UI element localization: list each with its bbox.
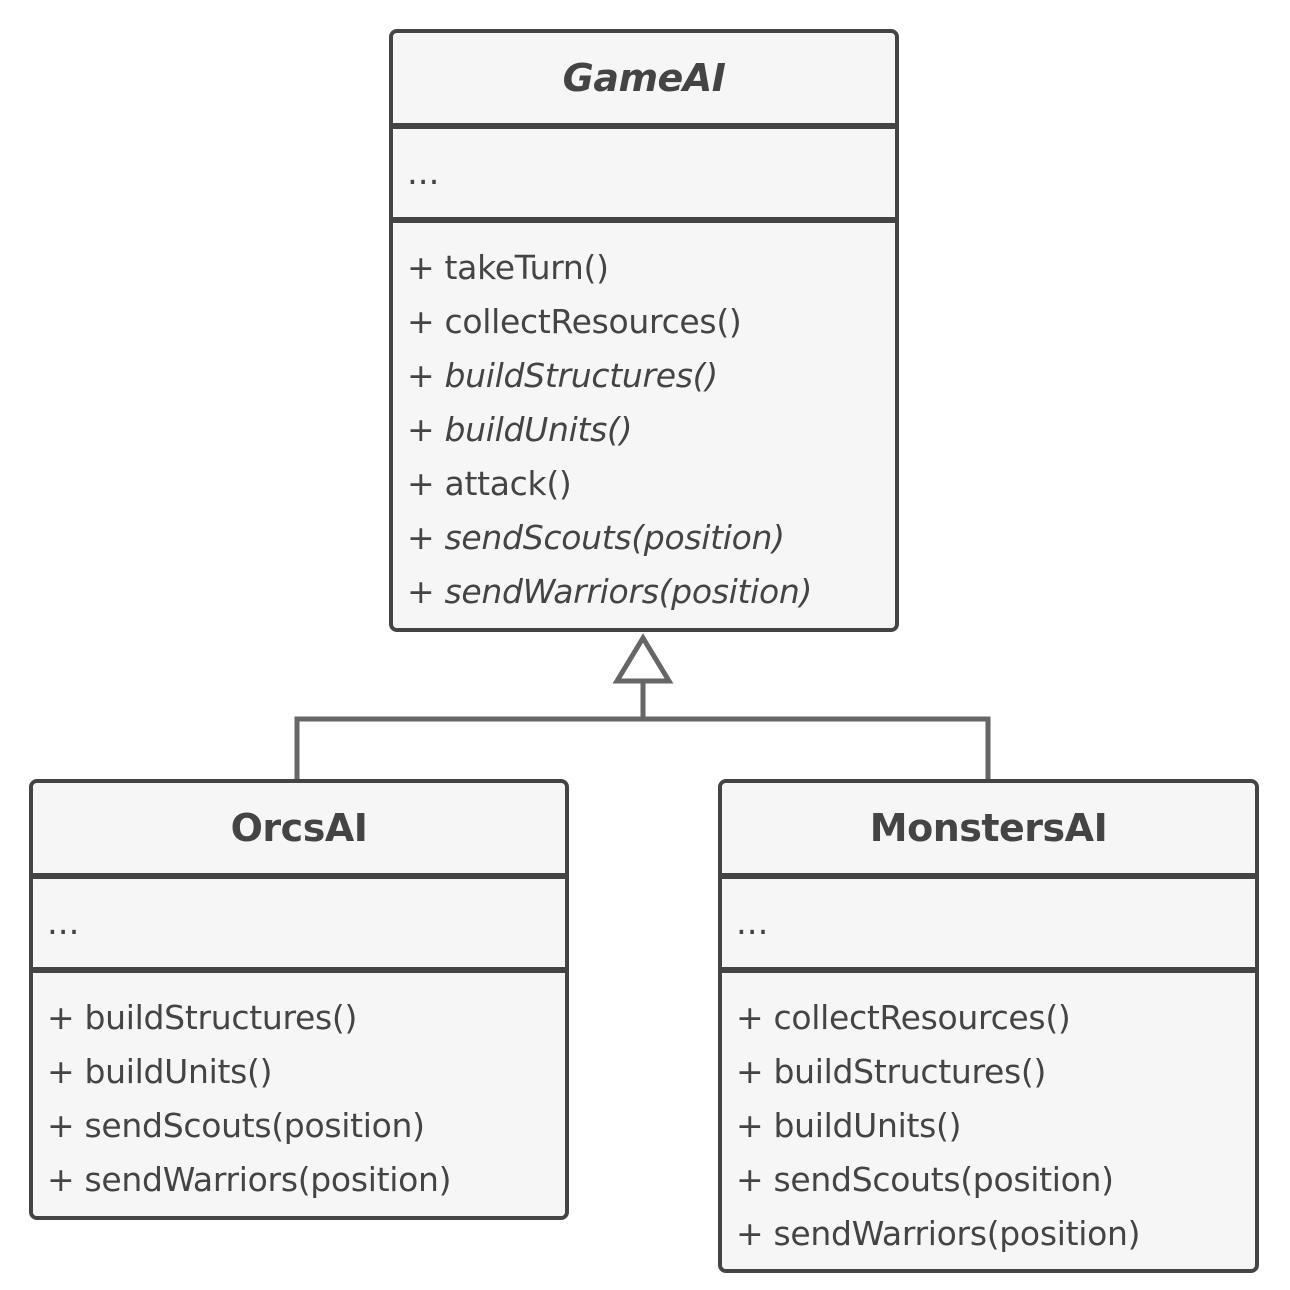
- method-row: + attack(): [407, 464, 572, 503]
- method-row: + buildUnits(): [736, 1106, 962, 1145]
- method-row: + buildStructures(): [407, 356, 718, 395]
- class-game-ai[interactable]: GameAI ... + takeTurn() + collectResource…: [389, 29, 899, 632]
- fields-compartment: ...: [33, 879, 565, 967]
- compartment-divider: [722, 873, 1255, 879]
- method-row: + buildUnits(): [407, 410, 633, 449]
- method-row: + sendScouts(position): [407, 518, 785, 557]
- method-row: + sendWarriors(position): [47, 1160, 452, 1199]
- class-orcs-ai[interactable]: OrcsAI ... + buildStructures() + buildUni…: [29, 779, 569, 1220]
- class-name: OrcsAI: [33, 783, 565, 873]
- inheritance-line-monsters-ai: [643, 716, 991, 780]
- compartment-divider: [393, 123, 895, 129]
- method-row: + buildStructures(): [47, 998, 358, 1037]
- method-row: + buildUnits(): [47, 1052, 273, 1091]
- class-name: MonstersAI: [722, 783, 1255, 873]
- method-row: + sendWarriors(position): [407, 572, 813, 611]
- compartment-divider: [33, 967, 565, 973]
- method-row: + collectResources(): [736, 998, 1071, 1037]
- compartment-divider: [722, 967, 1255, 973]
- methods-compartment: + takeTurn() + collectResources() + buildS…: [393, 223, 895, 628]
- methods-compartment: + collectResources() + buildStructures() +…: [722, 973, 1255, 1269]
- class-monsters-ai[interactable]: MonstersAI ... + collectResources() + bui…: [718, 779, 1259, 1273]
- generalization-arrowhead: [612, 633, 674, 684]
- method-row: + sendWarriors(position): [736, 1214, 1141, 1253]
- inheritance-line-orcs-ai: [294, 716, 643, 780]
- method-row: + sendScouts(position): [47, 1106, 425, 1145]
- method-row: + sendScouts(position): [736, 1160, 1114, 1199]
- method-row: + collectResources(): [407, 302, 742, 341]
- method-row: + buildStructures(): [736, 1052, 1047, 1091]
- compartment-divider: [33, 873, 565, 879]
- class-name: GameAI: [393, 33, 895, 123]
- method-row: + takeTurn(): [407, 248, 609, 287]
- compartment-divider: [393, 217, 895, 223]
- fields-compartment: ...: [722, 879, 1255, 967]
- methods-compartment: + buildStructures() + buildUnits() + sendS…: [33, 973, 565, 1216]
- fields-compartment: ...: [393, 129, 895, 217]
